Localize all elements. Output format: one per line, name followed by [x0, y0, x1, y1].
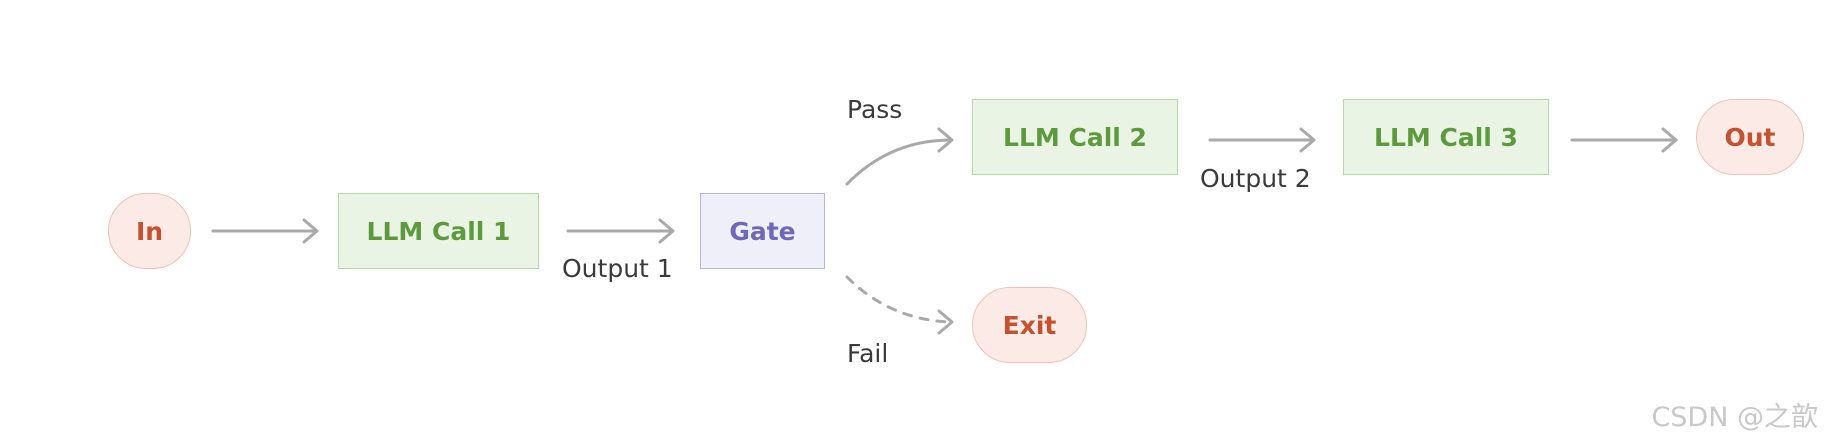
- exit-node: Exit: [972, 287, 1087, 363]
- out-node: Out: [1696, 99, 1804, 175]
- edge-llm-call-1-to-gate: [566, 218, 675, 244]
- out-node-label: Out: [1724, 122, 1776, 152]
- edge-label-fail: Fail: [847, 339, 889, 368]
- llm-call-1-label: LLM Call 1: [366, 216, 511, 246]
- in-node: In: [108, 193, 191, 269]
- edge-label-output-1: Output 1: [562, 254, 673, 283]
- edge-label-pass: Pass: [847, 95, 903, 124]
- edge-llm-call-3-to-out: [1570, 127, 1678, 153]
- edge-gate-fail-to-exit: [845, 275, 954, 335]
- gate-node: Gate: [700, 193, 825, 269]
- llm-call-1-node: LLM Call 1: [338, 193, 539, 269]
- gate-label: Gate: [729, 216, 796, 246]
- llm-call-2-node: LLM Call 2: [972, 99, 1178, 175]
- watermark: CSDN @之歆: [1651, 402, 1818, 433]
- llm-call-3-label: LLM Call 3: [1374, 122, 1518, 152]
- exit-node-label: Exit: [1002, 310, 1057, 340]
- llm-call-3-node: LLM Call 3: [1343, 99, 1549, 175]
- edge-gate-pass-to-llm-call-2: [845, 127, 954, 186]
- in-node-label: In: [135, 216, 164, 246]
- llm-call-2-label: LLM Call 2: [1003, 122, 1147, 152]
- edge-label-output-2: Output 2: [1200, 164, 1311, 193]
- edge-in-to-llm-call-1: [211, 218, 319, 244]
- edge-llm-call-2-to-llm-call-3: [1208, 127, 1316, 153]
